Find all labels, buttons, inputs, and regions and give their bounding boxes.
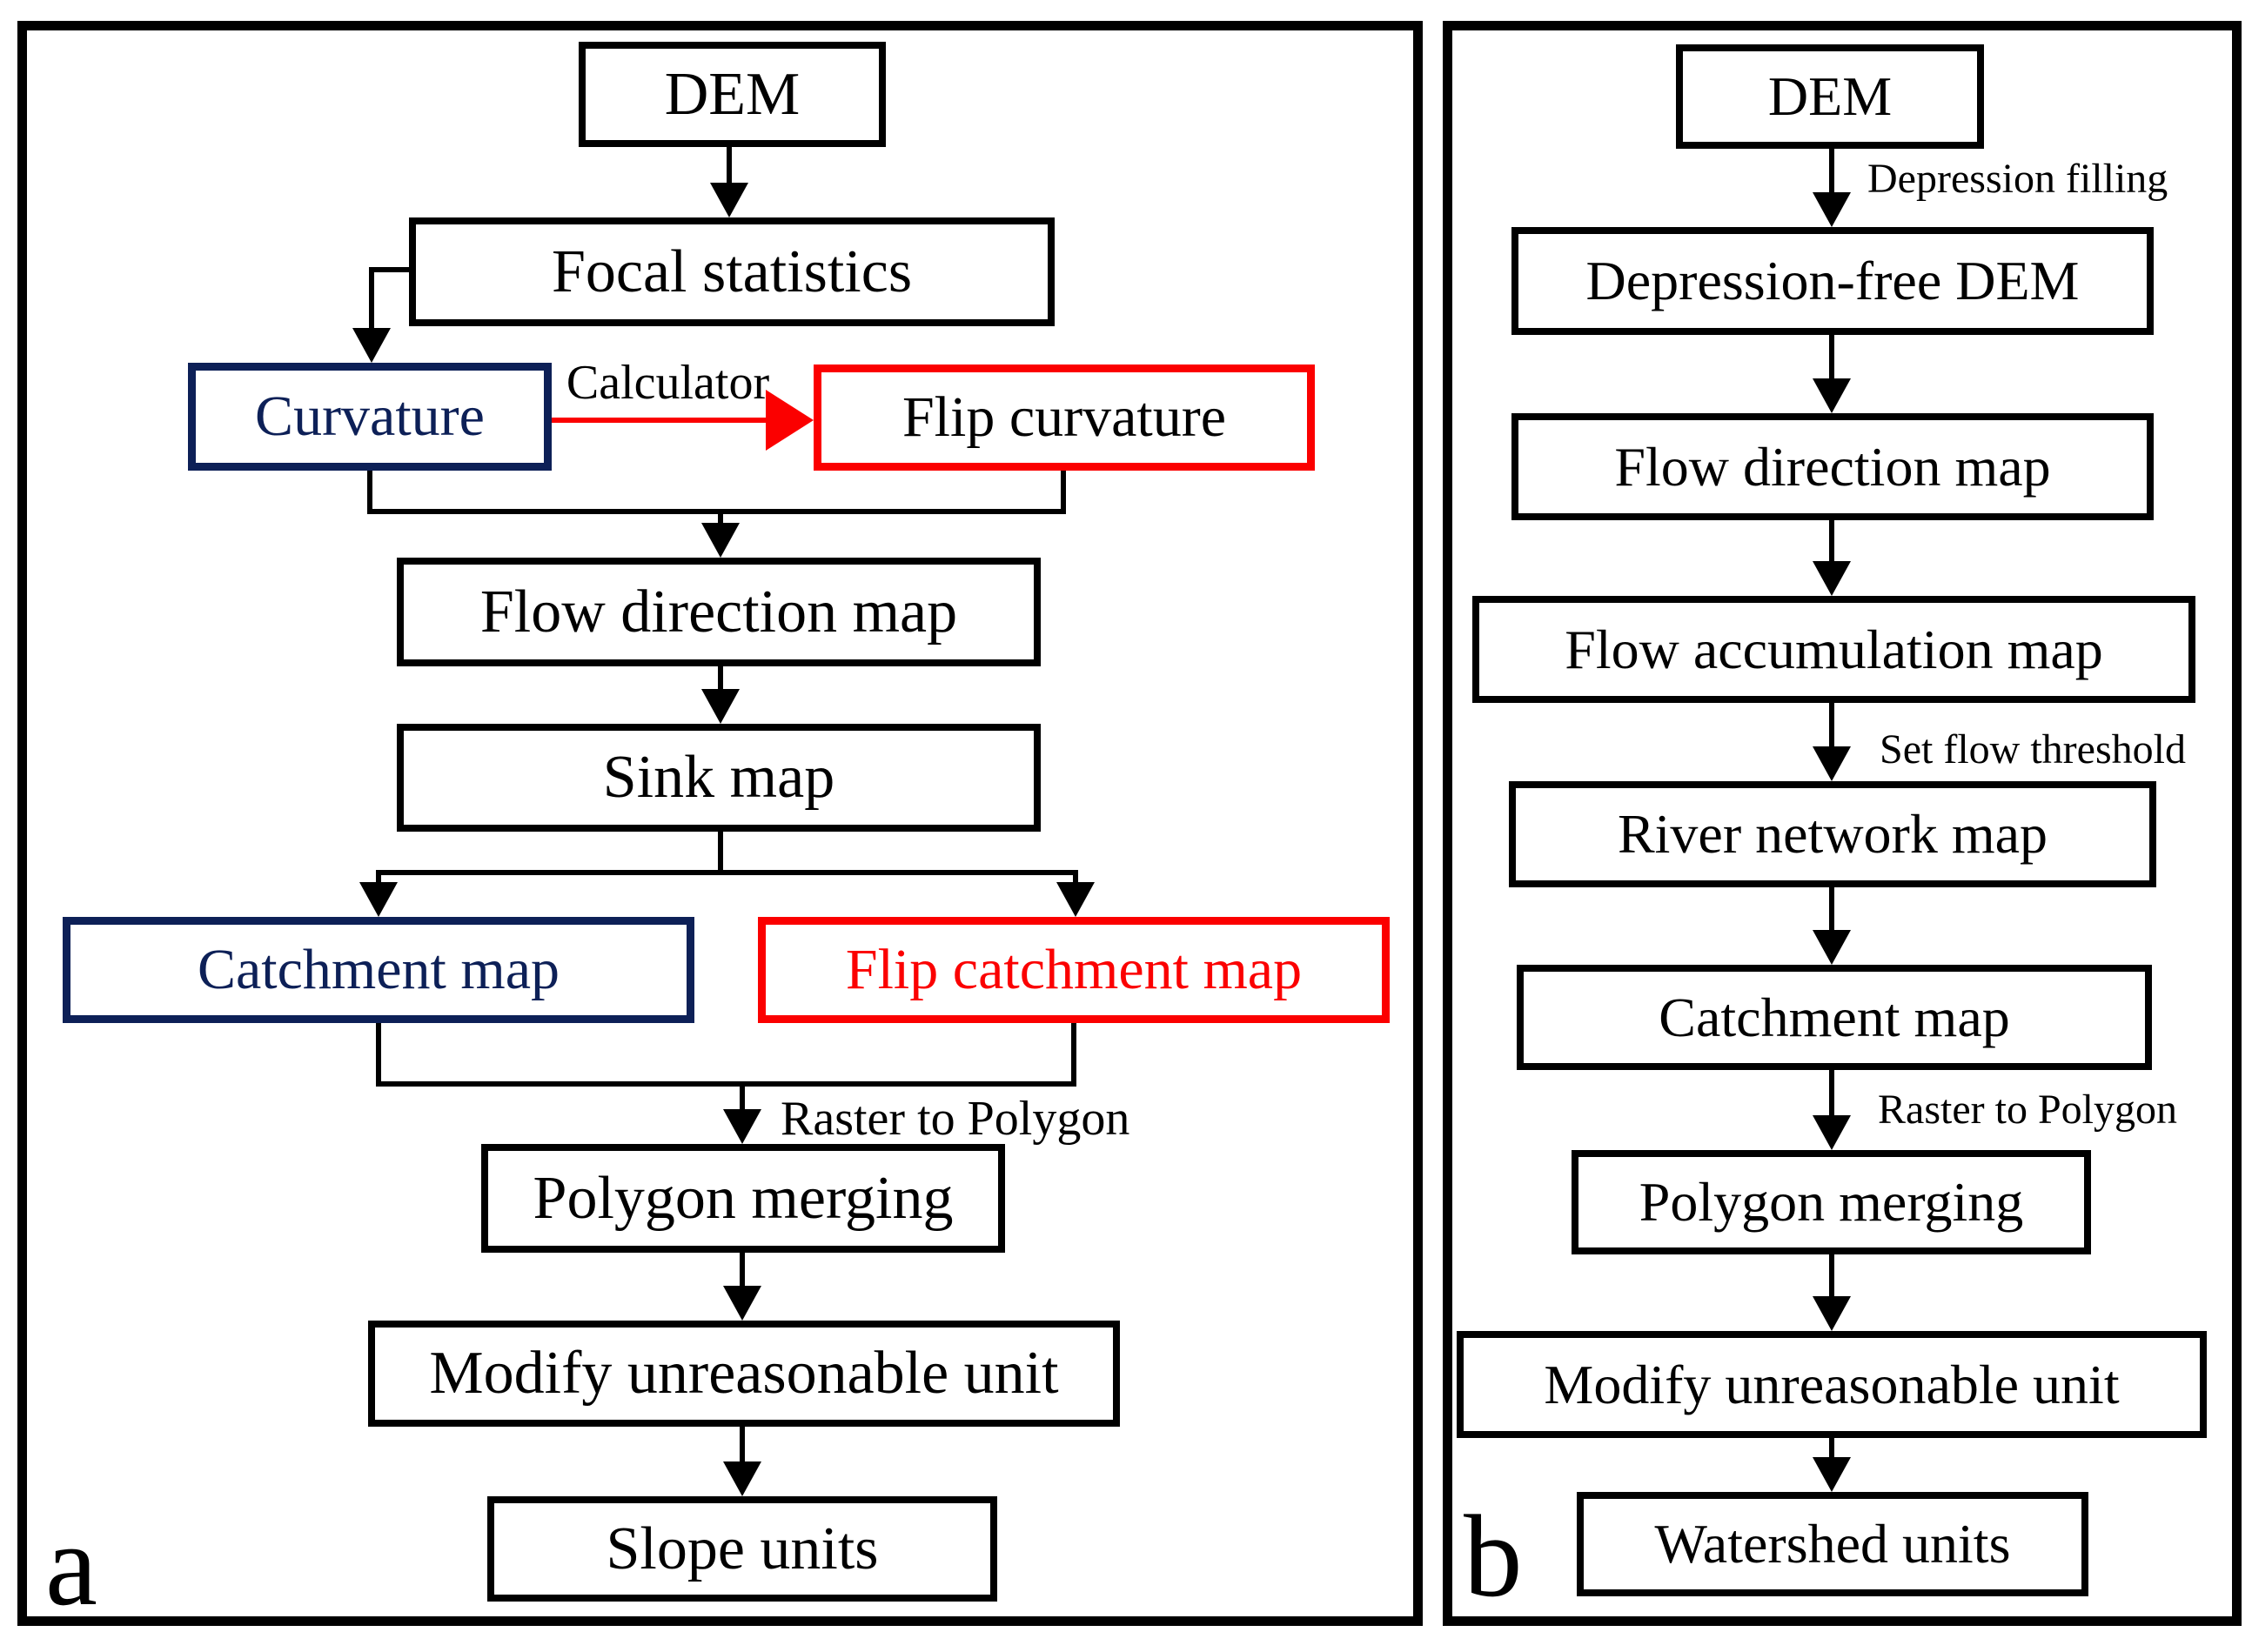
node-b-depression-free-dem: Depression-free DEM — [1511, 227, 2154, 335]
panel-b-letter: b — [1464, 1492, 1523, 1622]
node-a-focal-statistics: Focal statistics — [409, 217, 1055, 326]
node-b-catchment-map: Catchment map — [1517, 965, 2152, 1070]
node-b-modify-unreasonable-unit: Modify unreasonable unit — [1457, 1331, 2207, 1438]
node-b-flow-direction-map: Flow direction map — [1511, 413, 2154, 520]
node-a-polygon-merging: Polygon merging — [481, 1144, 1005, 1253]
edge-label-depression-filling: Depression filling — [1867, 156, 2168, 202]
node-b-river-network-map: River network map — [1509, 781, 2156, 887]
edge-label-calculator: Calculator — [566, 356, 770, 410]
node-a-slope-units: Slope units — [487, 1496, 997, 1602]
edge-label-b-raster-to-polygon: Raster to Polygon — [1878, 1087, 2177, 1133]
node-a-flip-curvature: Flip curvature — [814, 365, 1315, 471]
edge-label-set-flow-threshold: Set flow threshold — [1880, 726, 2186, 772]
node-a-flip-catchment-map: Flip catchment map — [758, 917, 1390, 1023]
node-b-watershed-units: Watershed units — [1577, 1492, 2088, 1596]
node-a-dem: DEM — [579, 42, 886, 147]
node-b-dem: DEM — [1676, 44, 1984, 149]
panel-a-frame — [17, 21, 1423, 1626]
node-a-flow-direction-map: Flow direction map — [397, 558, 1041, 666]
panel-a-letter: a — [45, 1501, 97, 1630]
node-a-modify-unreasonable-unit: Modify unreasonable unit — [368, 1321, 1120, 1427]
panel-b-frame — [1443, 21, 2242, 1626]
node-b-flow-accumulation-map: Flow accumulation map — [1472, 596, 2195, 703]
edge-label-a-raster-to-polygon: Raster to Polygon — [781, 1092, 1130, 1146]
node-a-sink-map: Sink map — [397, 724, 1041, 832]
node-a-curvature: Curvature — [188, 363, 552, 471]
node-a-catchment-map: Catchment map — [63, 917, 694, 1023]
node-b-polygon-merging: Polygon merging — [1572, 1150, 2091, 1254]
